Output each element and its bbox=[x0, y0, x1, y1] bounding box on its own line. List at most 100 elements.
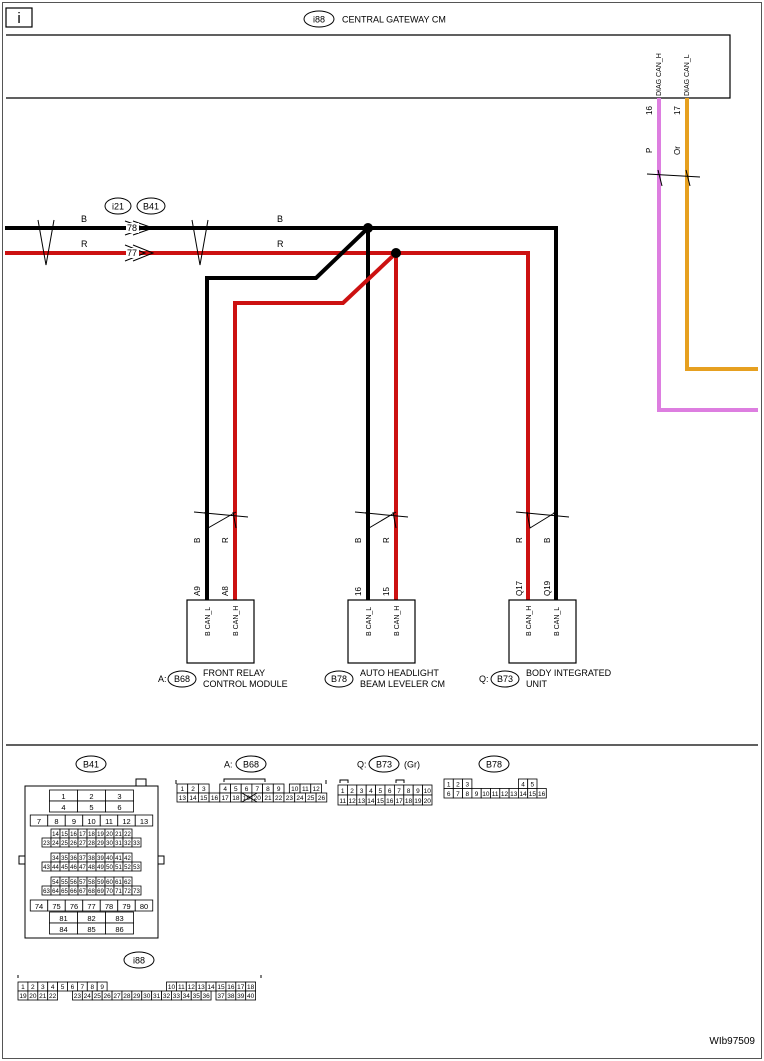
b68-pin-4-label: 4 bbox=[223, 786, 227, 793]
b73-pin-3-label: 3 bbox=[360, 788, 364, 795]
b41-pin-16-label: 16 bbox=[70, 832, 77, 838]
b73-housing-tabs bbox=[339, 779, 405, 783]
b68-pin-5-label: 5 bbox=[234, 786, 238, 793]
junction-connector-symbol bbox=[124, 220, 155, 262]
wire-break-mark-b68 bbox=[193, 511, 249, 529]
b73-pin-12-label: 12 bbox=[348, 798, 356, 805]
b78-pin-3-label: 3 bbox=[465, 782, 469, 789]
b41-pin-33-cell bbox=[131, 837, 142, 848]
i88-pin-39-label: 39 bbox=[237, 993, 245, 1000]
b73-view-prefix: Q: bbox=[357, 760, 367, 770]
b41-pin-43-label: 43 bbox=[43, 865, 50, 871]
b73-wire2-color: B bbox=[543, 538, 552, 543]
i88-pin-25-label: 25 bbox=[94, 993, 102, 1000]
b41-pin-6-cell bbox=[105, 800, 134, 813]
b73-view-oval bbox=[368, 755, 400, 773]
i88-pin-24-label: 24 bbox=[84, 993, 92, 1000]
b41-pin-49-label: 49 bbox=[97, 865, 104, 871]
wire-break-mark-mid bbox=[191, 219, 209, 266]
b41-pin-68-label: 68 bbox=[88, 889, 95, 895]
b41-pin-6-label: 6 bbox=[117, 803, 121, 812]
wire-red-branch-b68 bbox=[233, 251, 398, 600]
wire-color-orange: Or bbox=[673, 146, 682, 155]
b41-pin-55-label: 55 bbox=[61, 880, 68, 886]
b41-pin-10-label: 10 bbox=[87, 817, 95, 826]
i88-pin-13-label: 13 bbox=[198, 984, 206, 991]
gateway-pin-label-l: DIAG CAN_L bbox=[684, 54, 691, 96]
b73-name-line2: UNIT bbox=[526, 679, 547, 689]
b41-pin-28-label: 28 bbox=[88, 841, 95, 847]
b68-name-line2: CONTROL MODULE bbox=[203, 679, 288, 689]
b73-name-line1: BODY INTEGRATED bbox=[526, 668, 612, 678]
i88-pin-31-label: 31 bbox=[153, 993, 161, 1000]
b68-prefix: A: bbox=[158, 674, 167, 684]
b78-pin1-label: B CAN_L bbox=[366, 607, 373, 636]
bus-black-label-left: B bbox=[81, 214, 87, 224]
wire-orange bbox=[685, 98, 758, 371]
i88-pin-10-label: 10 bbox=[168, 984, 176, 991]
junction-pin-bg-bottom bbox=[126, 248, 139, 258]
i88-pin-17-label: 17 bbox=[237, 984, 245, 991]
b41-pin-14-label: 14 bbox=[52, 832, 59, 838]
i88-pin-2-label: 2 bbox=[31, 984, 35, 991]
b41-pin-32-label: 32 bbox=[124, 841, 131, 847]
b41-pin-77-label: 77 bbox=[87, 902, 95, 911]
b68-pin-21-label: 21 bbox=[264, 795, 272, 802]
b68-pin-23-label: 23 bbox=[286, 795, 294, 802]
i88-pin-36-label: 36 bbox=[202, 993, 210, 1000]
gateway-pin-label-h: DIAG CAN_H bbox=[656, 53, 663, 96]
b73-pin-9-label: 9 bbox=[416, 788, 420, 795]
junction-oval-left bbox=[104, 197, 132, 215]
b73-pin-11-label: 11 bbox=[339, 798, 346, 805]
i88-pin-35-label: 35 bbox=[193, 993, 201, 1000]
i88-pin-1-label: 1 bbox=[21, 984, 25, 991]
b41-pin-67-label: 67 bbox=[79, 889, 86, 895]
i88-pin-33-label: 33 bbox=[173, 993, 181, 1000]
b41-latch-top bbox=[135, 778, 147, 787]
wire-break-mark-gateway bbox=[646, 169, 701, 187]
b68-pin-26-cell bbox=[315, 792, 328, 803]
module-box-b68 bbox=[186, 599, 255, 664]
i88-pin-40-label: 40 bbox=[247, 993, 255, 1000]
b41-pin-11-label: 11 bbox=[105, 817, 113, 826]
junction-oval-right bbox=[136, 197, 166, 215]
b41-pin-54-label: 54 bbox=[52, 880, 59, 886]
i88-pin-21-label: 21 bbox=[39, 993, 47, 1000]
i88-pin-9-label: 9 bbox=[100, 984, 104, 991]
b68-pin-25-label: 25 bbox=[307, 795, 315, 802]
gateway-pin-num-17: 17 bbox=[673, 106, 682, 115]
i88-pin-6-label: 6 bbox=[71, 984, 75, 991]
b73-pin-16-label: 16 bbox=[386, 798, 394, 805]
i88-pin-28-label: 28 bbox=[123, 993, 131, 1000]
b68-pin-11-label: 11 bbox=[302, 786, 309, 793]
b78-name-line2: BEAM LEVELER CM bbox=[360, 679, 445, 689]
b68-name-line1: FRONT RELAY bbox=[203, 668, 265, 678]
b68-pin-3-label: 3 bbox=[202, 786, 206, 793]
b41-pin-30-label: 30 bbox=[106, 841, 113, 847]
wire-color-pink: P bbox=[645, 148, 654, 153]
b73-pin2-label: B CAN_L bbox=[554, 607, 561, 636]
b78-pin-5-label: 5 bbox=[531, 782, 535, 789]
b41-pin-73-cell bbox=[131, 885, 142, 896]
b41-pin-86-cell bbox=[105, 922, 134, 935]
b78-wire1-color: B bbox=[354, 538, 363, 543]
i88-pin-12-label: 12 bbox=[188, 984, 196, 991]
b41-latch-left bbox=[18, 855, 26, 865]
b68-pin-18-label: 18 bbox=[232, 795, 240, 802]
b41-pin-8-label: 8 bbox=[54, 817, 58, 826]
b68-pin-12-label: 12 bbox=[312, 786, 320, 793]
b41-pin-38-label: 38 bbox=[88, 856, 95, 862]
b73-pin-1-label: 1 bbox=[341, 788, 345, 795]
b41-pin-15-label: 15 bbox=[61, 832, 68, 838]
b41-pin-39-label: 39 bbox=[97, 856, 104, 862]
i88-pin-37-label: 37 bbox=[217, 993, 225, 1000]
b41-pin-85-label: 85 bbox=[87, 925, 95, 934]
b41-pin-80-cell bbox=[134, 899, 154, 912]
b78-pin-16-label: 16 bbox=[538, 791, 546, 798]
b78-pin-9-label: 9 bbox=[475, 791, 479, 798]
b41-pin-76-label: 76 bbox=[70, 902, 78, 911]
wire-black-bus bbox=[5, 226, 558, 600]
b68-wire1-color: B bbox=[193, 538, 202, 543]
b41-pin-86-label: 86 bbox=[115, 925, 123, 934]
